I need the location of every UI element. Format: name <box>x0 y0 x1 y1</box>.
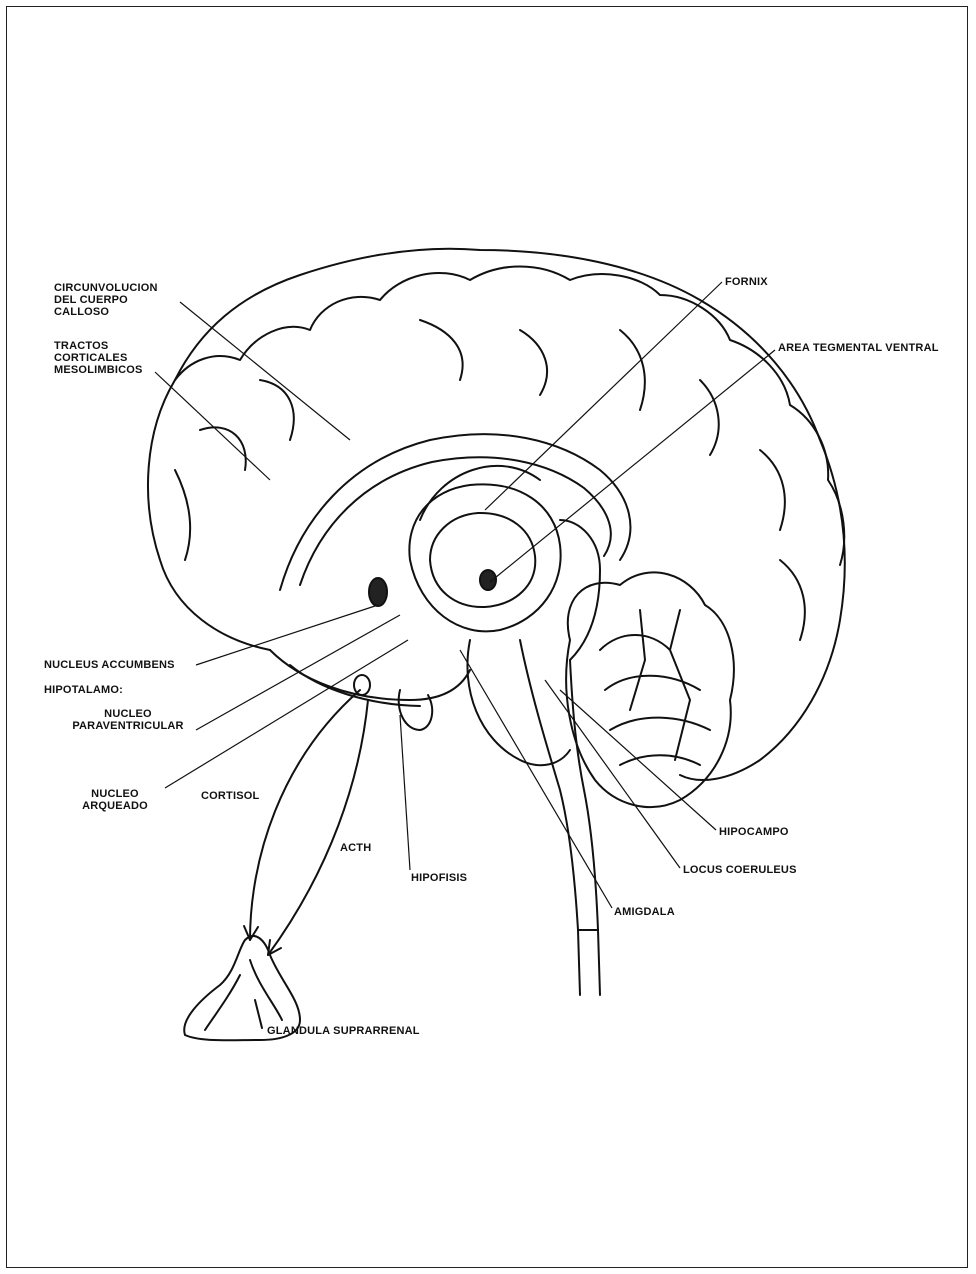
label-cortisol: CORTISOL <box>201 790 259 802</box>
acth-pathway <box>268 700 368 955</box>
leader-area-tegmental <box>490 350 775 582</box>
label-hipofisis: HIPOFISIS <box>411 872 467 884</box>
label-amigdala: AMIGDALA <box>614 906 675 918</box>
pituitary <box>399 690 432 730</box>
cortisol-pathway <box>250 690 360 940</box>
label-glandula-suprarrenal: GLANDULA SUPRARRENAL <box>267 1025 420 1037</box>
label-locus-coeruleus: LOCUS COERULEUS <box>683 864 797 876</box>
label-nucleo-arqueado: NUCLEO ARQUEADO <box>70 788 160 812</box>
label-hipocampo: HIPOCAMPO <box>719 826 789 838</box>
leader-paraventricular <box>196 615 400 730</box>
label-tractos: TRACTOS CORTICALES MESOLIMBICOS <box>54 340 143 376</box>
corpus-callosum <box>280 434 630 590</box>
pons <box>467 640 570 765</box>
leader-hipofisis <box>400 715 410 870</box>
leader-nucleus-accumbens <box>196 605 378 665</box>
cerebellum <box>566 572 734 807</box>
thalamus <box>409 484 560 631</box>
brainstem <box>520 640 580 995</box>
label-nucleus-accumbens: NUCLEUS ACCUMBENS <box>44 659 175 671</box>
leader-fornix <box>485 282 722 510</box>
leader-tractos <box>155 372 270 480</box>
label-acth: ACTH <box>340 842 371 854</box>
leader-locus-coeruleus <box>545 680 680 868</box>
label-fornix: FORNIX <box>725 276 768 288</box>
label-circunvolucion: CIRCUNVOLUCION DEL CUERPO CALLOSO <box>54 282 158 318</box>
leader-arqueado <box>165 640 408 788</box>
label-nucleo-paraventricular: NUCLEO PARAVENTRICULAR <box>58 708 198 732</box>
leader-amigdala <box>460 650 612 908</box>
label-hipotalamo: HIPOTALAMO: <box>44 684 123 696</box>
label-area-tegmental: AREA TEGMENTAL VENTRAL <box>778 342 939 354</box>
